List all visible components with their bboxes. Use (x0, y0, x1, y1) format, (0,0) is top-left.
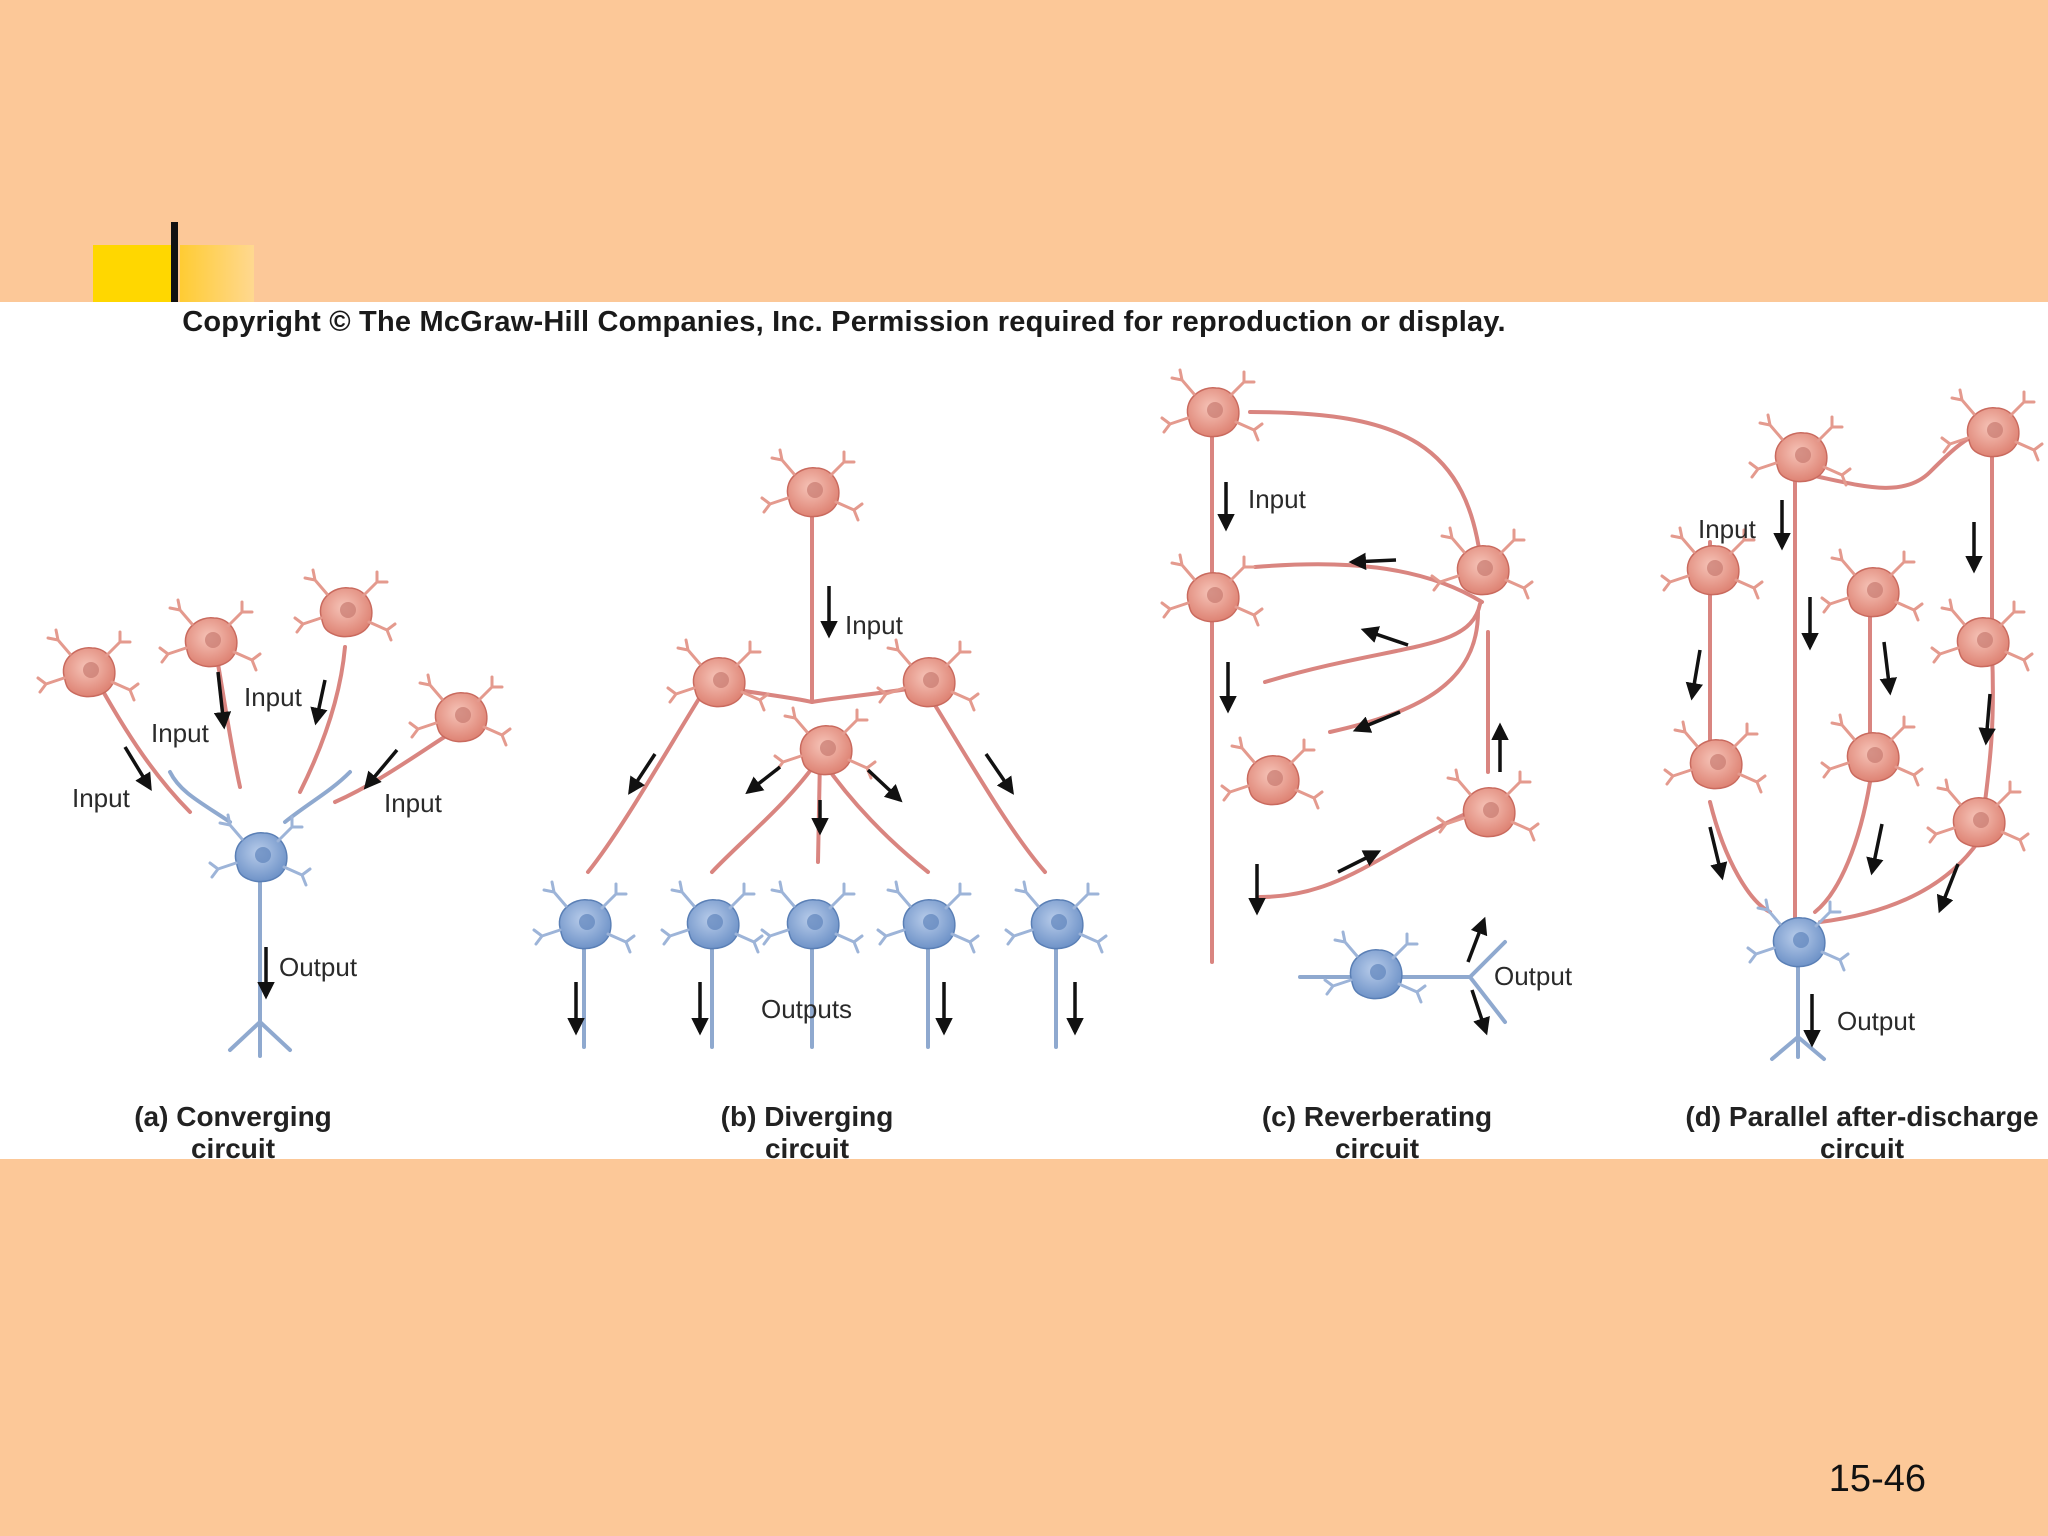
neuron-icon (760, 880, 864, 954)
accent-gradient-square (180, 245, 254, 303)
output-label: Output (1494, 961, 1573, 991)
slide-number: 15-46 (1828, 1458, 1926, 1500)
caption-line-2: circuit (1335, 1133, 1419, 1159)
panel-parallel-after-discharge: Input Output (d) Parallel after-discharg… (1660, 388, 2044, 1159)
caption-line-2: circuit (191, 1133, 275, 1159)
input-label: Input (244, 682, 303, 712)
neuron-icon (1930, 598, 2034, 672)
neuron-icon (1940, 388, 2044, 462)
output-label: Output (1837, 1006, 1916, 1036)
neuron-icon (1926, 778, 2030, 852)
input-label: Input (845, 610, 904, 640)
neuron-icon (408, 673, 512, 747)
panel-diverging: Input Outputs (b) Diverging circuit (532, 448, 1108, 1159)
neuron-icon (1820, 548, 1924, 622)
neuron-icon (1220, 736, 1324, 810)
caption-line-1: (c) Reverberating (1262, 1101, 1492, 1132)
neuron-icon (532, 880, 636, 954)
neural-circuits-diagram: Input Input Input Input Output (a) Conve… (36, 368, 2044, 1159)
panel-reverberating: Input Output (c) Reverberating circuit (1160, 368, 1573, 1159)
input-label: Input (72, 783, 131, 813)
accent-bar (171, 222, 178, 302)
neuron-icon (666, 638, 770, 712)
neuron-icon (660, 880, 764, 954)
neuron-icon (1004, 880, 1108, 954)
neuron-icon (1436, 768, 1540, 842)
neuron-icon (773, 706, 877, 780)
neuron-icon (760, 448, 864, 522)
neuron-icon (208, 813, 312, 887)
figure-panel (0, 302, 2048, 1159)
neuron-icon (1160, 368, 1264, 442)
neuron-icon (876, 880, 980, 954)
caption-line-2: circuit (1820, 1133, 1904, 1159)
panel-converging: Input Input Input Input Output (a) Conve… (36, 568, 512, 1159)
caption-line-1: (a) Converging (134, 1101, 332, 1132)
neuron-icon (1748, 413, 1852, 487)
neuron-icon (293, 568, 397, 642)
neuron-icon (1430, 526, 1534, 600)
caption-line-1: (b) Diverging (721, 1101, 894, 1132)
caption-line-2: circuit (765, 1133, 849, 1159)
input-label: Input (1698, 514, 1757, 544)
neuron-icon (1323, 930, 1427, 1004)
neuron-icon (36, 628, 140, 702)
output-label: Output (279, 952, 358, 982)
caption-line-1: (d) Parallel after-discharge (1685, 1101, 2038, 1132)
neuron-icon (1663, 720, 1767, 794)
input-label: Input (151, 718, 210, 748)
accent-square (93, 245, 173, 303)
neuron-icon (1746, 898, 1850, 972)
input-label: Input (1248, 484, 1307, 514)
input-label: Input (384, 788, 443, 818)
neuron-icon (876, 638, 980, 712)
neuron-icon (158, 598, 262, 672)
outputs-label: Outputs (761, 994, 852, 1024)
copyright-notice: Copyright © The McGraw-Hill Companies, I… (182, 306, 1506, 338)
